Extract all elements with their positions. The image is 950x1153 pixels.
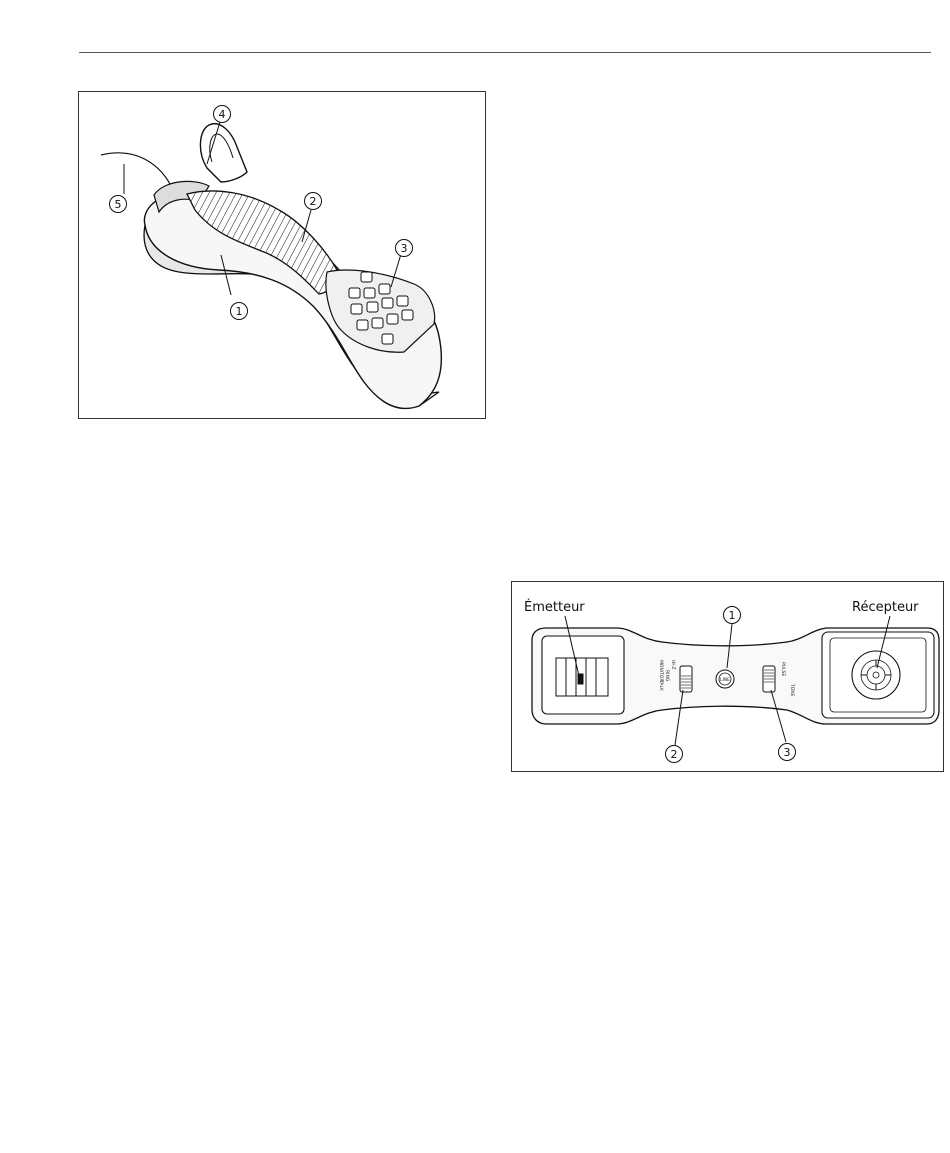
svg-text:PULSE: PULSE [780, 662, 786, 676]
svg-text:2: 2 [310, 195, 317, 208]
header-rule [79, 52, 931, 53]
receiver-label: Récepteur [852, 600, 919, 615]
belt-clip [200, 124, 247, 182]
handset-top-view-drawing: HI-Z RING TALK MONITOR LINE PULSE TONE É… [512, 582, 945, 773]
callout-1: 1 [724, 607, 741, 624]
handset-perspective-drawing: 1 2 3 4 5 [79, 92, 487, 420]
figure-handset-top-view: HI-Z RING TALK MONITOR LINE PULSE TONE É… [511, 581, 944, 772]
callout-3: 3 [396, 240, 413, 257]
svg-text:5: 5 [115, 198, 122, 211]
svg-text:3: 3 [784, 746, 791, 759]
callout-1: 1 [231, 303, 248, 320]
callout-5: 5 [110, 196, 127, 213]
svg-text:2: 2 [671, 748, 678, 761]
transmitter-grille [556, 658, 608, 696]
line-button: LINE [716, 670, 734, 688]
callout-2: 2 [305, 193, 322, 210]
figure-handset-perspective: 1 2 3 4 5 [78, 91, 486, 419]
svg-text:HI-Z: HI-Z [670, 660, 676, 669]
svg-text:3: 3 [401, 242, 408, 255]
transmitter-label: Émetteur [524, 599, 585, 615]
callout-4: 4 [214, 106, 231, 123]
cord [101, 153, 174, 192]
svg-text:1: 1 [236, 305, 243, 318]
svg-text:TONE: TONE [789, 683, 795, 697]
callout-3: 3 [779, 744, 796, 761]
svg-text:MONITOR: MONITOR [658, 660, 664, 682]
callout-2: 2 [666, 746, 683, 763]
receiver-end [822, 632, 934, 718]
svg-text:4: 4 [219, 108, 226, 121]
svg-text:1: 1 [729, 609, 736, 622]
svg-text:LINE: LINE [720, 677, 730, 683]
svg-text:RING: RING [664, 670, 670, 682]
